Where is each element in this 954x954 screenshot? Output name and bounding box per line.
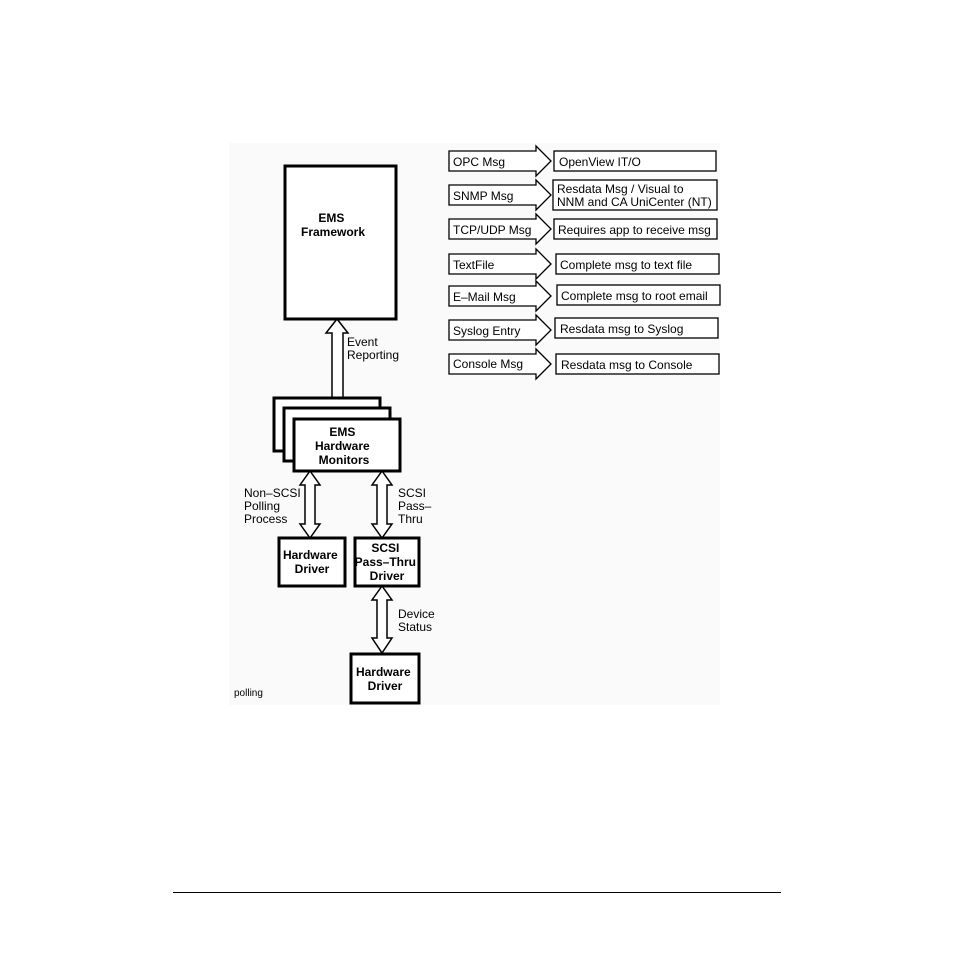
source-arrow-shape bbox=[448, 212, 552, 246]
device-status-arrow bbox=[370, 584, 394, 655]
notification-row: TCP/UDP Msg Requires app to receive msg bbox=[448, 212, 718, 246]
notification-row: Syslog Entry Resdata msg to Syslog bbox=[448, 313, 719, 347]
notification-target: Resdata msg to Console bbox=[561, 358, 693, 372]
hardware-driver-left-label: Hardware Driver bbox=[283, 548, 341, 576]
notification-target-box bbox=[552, 179, 718, 211]
notification-target-box bbox=[553, 150, 717, 172]
event-reporting-label: Event Reporting bbox=[347, 335, 399, 362]
source-arrow-shape bbox=[448, 279, 552, 313]
event-reporting-arrow bbox=[324, 317, 350, 400]
notification-row: OPC Msg OpenView IT/O bbox=[448, 144, 717, 178]
notification-target: Resdata msg to Syslog bbox=[560, 322, 683, 336]
notification-source: TextFile bbox=[453, 258, 495, 272]
notification-source: E–Mail Msg bbox=[453, 290, 516, 304]
scsi-pass-thru-arrow bbox=[370, 469, 394, 540]
source-arrow-shape bbox=[448, 178, 552, 212]
hardware-driver-bottom-box bbox=[349, 652, 421, 705]
notification-source: Console Msg bbox=[453, 357, 523, 371]
ems-hardware-monitors-box bbox=[292, 417, 402, 473]
notification-row: Console Msg Resdata msg to Console bbox=[448, 347, 720, 381]
hardware-driver-left-box bbox=[277, 536, 347, 588]
notification-source: TCP/UDP Msg bbox=[453, 223, 531, 237]
ems-framework-label: EMS Framework bbox=[301, 211, 365, 239]
figure-caption: polling bbox=[234, 688, 263, 699]
notification-target-box bbox=[553, 218, 718, 240]
notification-source: OPC Msg bbox=[453, 155, 505, 169]
notification-target-box bbox=[555, 253, 720, 275]
notification-row: SNMP Msg Resdata Msg / Visual to NNM and… bbox=[448, 178, 718, 212]
non-scsi-polling-arrow bbox=[298, 469, 322, 540]
footer-rule bbox=[173, 892, 781, 893]
source-arrow-shape bbox=[448, 347, 552, 381]
non-scsi-polling-label: Non–SCSI Polling Process bbox=[244, 486, 304, 526]
notification-target: Complete msg to text file bbox=[560, 258, 692, 272]
notification-source: Syslog Entry bbox=[453, 324, 520, 338]
source-arrow-shape bbox=[448, 247, 552, 281]
source-arrow-shape bbox=[448, 144, 552, 178]
source-arrow-shape bbox=[448, 313, 552, 347]
notification-target-box bbox=[555, 353, 720, 375]
notification-target: Complete msg to root email bbox=[561, 289, 708, 303]
scsi-pass-thru-driver-box bbox=[353, 536, 421, 588]
notification-target: Requires app to receive msg bbox=[558, 223, 711, 237]
notification-row: E–Mail Msg Complete msg to root email bbox=[448, 279, 721, 313]
notification-source: SNMP Msg bbox=[453, 189, 513, 203]
hardware-driver-bottom-label: Hardware Driver bbox=[356, 665, 414, 693]
notification-row: TextFile Complete msg to text file bbox=[448, 247, 720, 281]
scsi-pass-thru-driver-label: SCSI Pass–Thru Driver bbox=[355, 541, 420, 583]
device-status-label: Device Status bbox=[398, 607, 438, 634]
ems-framework-box bbox=[283, 164, 398, 321]
notification-target: OpenView IT/O bbox=[559, 155, 641, 169]
notification-target-box bbox=[554, 317, 719, 339]
scsi-pass-thru-label: SCSI Pass– Thru bbox=[398, 486, 435, 526]
notification-target: Resdata Msg / Visual to NNM and CA UniCe… bbox=[557, 182, 712, 209]
notification-target-box bbox=[556, 284, 721, 306]
ems-hardware-monitors-label: EMS Hardware Monitors bbox=[315, 425, 373, 467]
